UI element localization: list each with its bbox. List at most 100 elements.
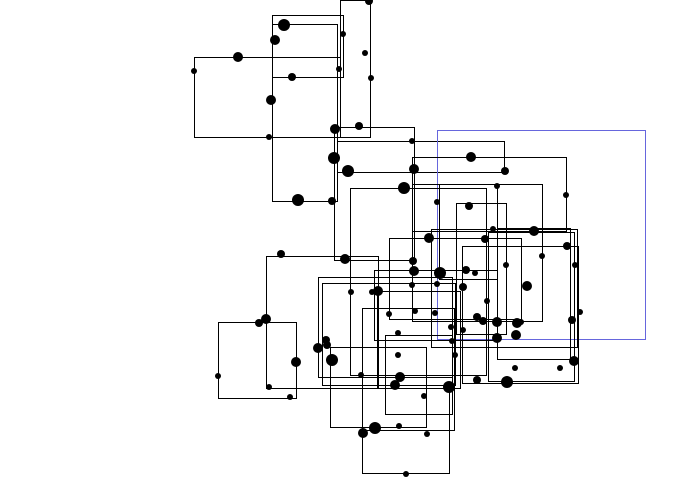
node-dot	[409, 282, 415, 288]
box	[322, 283, 456, 386]
node-dot	[403, 471, 409, 477]
node-dot	[443, 381, 455, 393]
node-dot	[292, 194, 304, 206]
node-dot	[395, 330, 401, 336]
box	[462, 246, 579, 384]
node-dot	[472, 270, 478, 276]
box-layer	[194, 0, 646, 474]
node-dot	[328, 197, 336, 205]
node-dot	[191, 68, 197, 74]
node-dot	[261, 314, 271, 324]
node-dot	[473, 376, 481, 384]
node-dot	[473, 313, 481, 321]
node-dot	[484, 298, 490, 304]
node-dot	[501, 167, 509, 175]
node-dot	[481, 235, 489, 243]
node-dot	[434, 267, 446, 279]
node-dot	[358, 372, 364, 378]
box	[362, 308, 455, 431]
node-dot	[358, 428, 368, 438]
node-dot	[569, 356, 579, 366]
node-dot	[266, 384, 272, 390]
node-dot	[395, 372, 405, 382]
node-dot	[518, 319, 524, 325]
box	[350, 188, 487, 376]
node-dot	[348, 289, 354, 295]
node-dot	[291, 357, 301, 367]
node-dot	[368, 75, 374, 81]
node-dot	[492, 333, 502, 343]
node-dot	[449, 338, 455, 344]
node-dot	[270, 35, 280, 45]
node-dot	[503, 262, 509, 268]
node-dot	[386, 311, 392, 317]
node-dot	[287, 394, 293, 400]
node-dot	[215, 373, 221, 379]
node-dot	[577, 309, 583, 315]
node-dot	[323, 341, 331, 349]
node-dot	[313, 343, 323, 353]
node-dot	[396, 423, 402, 429]
node-dot	[494, 183, 500, 189]
node-dot	[233, 52, 243, 62]
node-dot	[421, 393, 427, 399]
node-layer	[191, 0, 583, 477]
box	[272, 24, 338, 202]
node-dot	[501, 376, 513, 388]
node-dot	[409, 257, 417, 265]
node-dot	[340, 31, 346, 37]
node-dot	[412, 308, 418, 314]
node-dot	[355, 122, 363, 130]
node-dot	[434, 281, 440, 287]
node-dot	[479, 317, 487, 325]
node-dot	[369, 289, 375, 295]
highlighted-box	[437, 130, 646, 340]
node-dot	[529, 226, 539, 236]
node-dot	[395, 352, 401, 358]
node-dot	[424, 431, 430, 437]
node-dot	[539, 253, 545, 259]
node-dot	[409, 266, 419, 276]
node-dot	[511, 330, 521, 340]
node-dot	[462, 266, 470, 274]
box	[456, 203, 507, 335]
node-dot	[330, 124, 340, 134]
node-dot	[398, 182, 410, 194]
box	[334, 127, 415, 261]
node-dot	[266, 134, 272, 140]
box	[431, 229, 578, 348]
node-dot	[365, 0, 373, 5]
node-dot	[490, 226, 496, 232]
node-dot	[434, 199, 440, 205]
node-dot	[557, 365, 563, 371]
node-dot	[512, 365, 518, 371]
node-dot	[326, 354, 338, 366]
node-dot	[409, 138, 415, 144]
node-dot	[568, 316, 576, 324]
box	[385, 335, 453, 415]
node-dot	[563, 242, 571, 250]
node-dot	[448, 324, 454, 330]
node-dot	[328, 152, 340, 164]
node-dot	[288, 73, 296, 81]
node-dot	[277, 250, 285, 258]
node-dot	[336, 66, 342, 72]
node-dot	[255, 319, 263, 327]
node-dot	[362, 50, 368, 56]
node-dot	[522, 281, 532, 291]
node-dot	[459, 283, 467, 291]
node-dot	[266, 95, 276, 105]
node-dot	[466, 152, 476, 162]
node-dot	[460, 327, 466, 333]
node-dot	[369, 422, 381, 434]
node-dot	[424, 233, 434, 243]
node-dot	[563, 192, 569, 198]
node-dot	[373, 286, 383, 296]
node-dot	[278, 19, 290, 31]
node-dot	[465, 202, 473, 210]
node-dot	[390, 380, 400, 390]
node-dot	[409, 164, 419, 174]
node-dot	[492, 317, 502, 327]
